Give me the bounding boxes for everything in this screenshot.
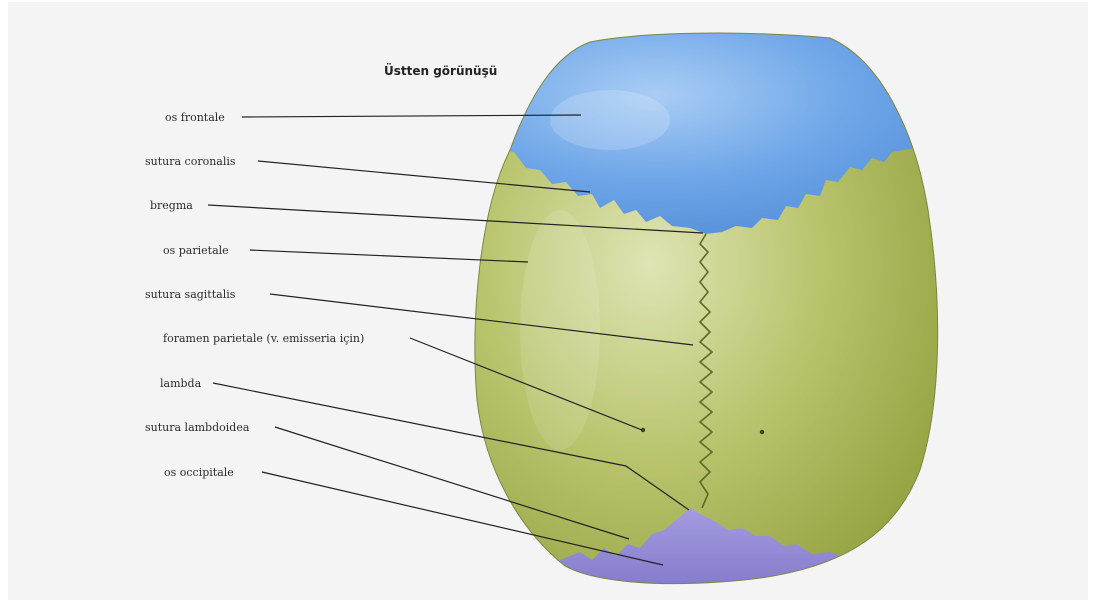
- label-lambda: lambda: [160, 377, 202, 390]
- figure-title: Üstten görünüşü: [384, 63, 497, 78]
- label-os-occipitale: os occipitale: [164, 466, 234, 479]
- label-bregma: bregma: [150, 199, 193, 212]
- foramen-parietale-dot-right: [760, 430, 764, 434]
- label-sutura-coronalis: sutura coronalis: [145, 155, 236, 168]
- label-sutura-lambdoidea: sutura lambdoidea: [145, 421, 250, 434]
- label-foramen-parietale: foramen parietale (v. emisseria için): [163, 332, 364, 345]
- skull: [460, 20, 960, 600]
- label-os-parietale: os parietale: [163, 244, 229, 257]
- label-sutura-sagittalis: sutura sagittalis: [145, 288, 236, 301]
- label-os-frontale: os frontale: [165, 111, 225, 124]
